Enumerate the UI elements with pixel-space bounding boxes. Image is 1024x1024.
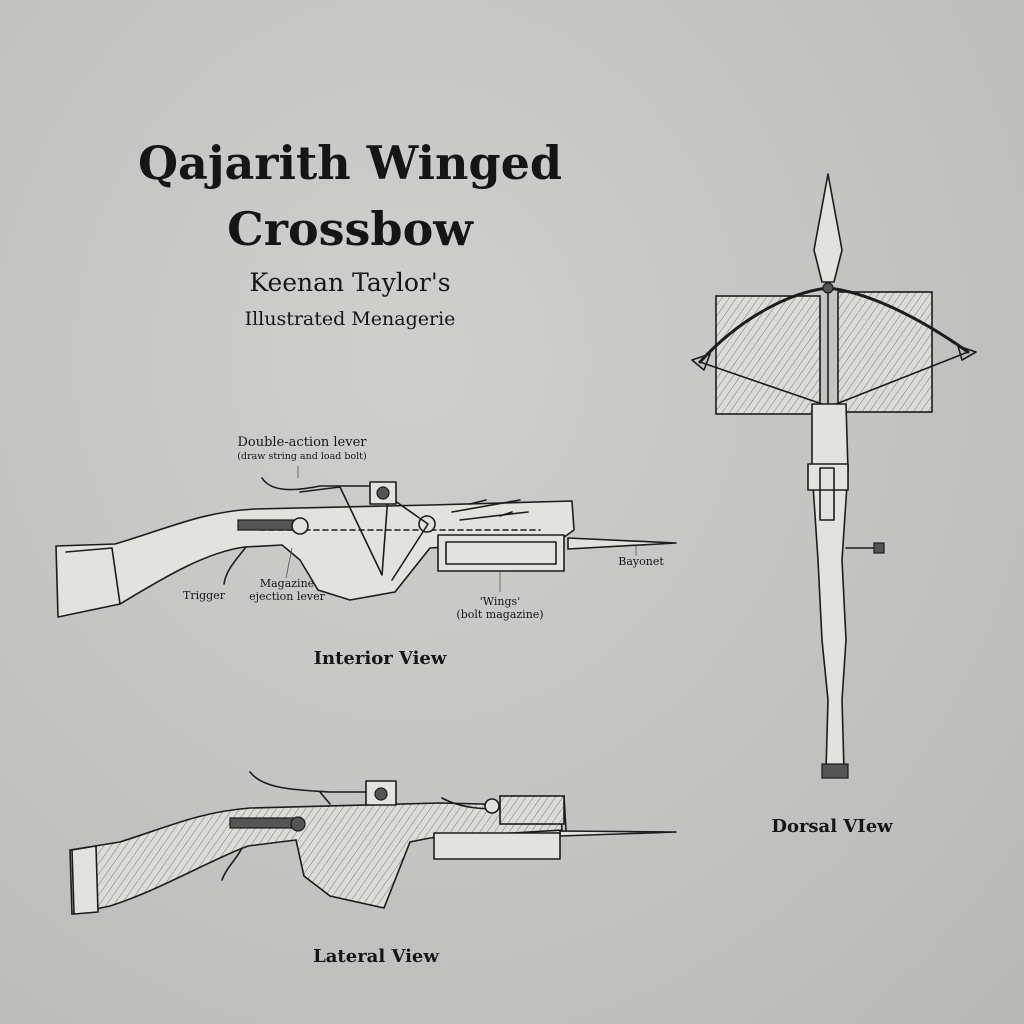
label-bayonet: Bayonet (618, 555, 664, 568)
label-magazine-lever-line1: Magazine (259, 577, 315, 590)
label-wings-line2: (bolt magazine) (456, 608, 544, 621)
label-wings-line1: 'Wings' (479, 595, 521, 608)
bow-string (699, 351, 969, 405)
caption-lateral-view: Lateral View (313, 946, 439, 967)
label-magazine-lever-line2: ejection lever (249, 590, 325, 603)
left-wing-panel (715, 295, 821, 415)
bayonet-blade (567, 537, 677, 550)
dorsal-stock (811, 403, 849, 771)
dorsal-bayonet-tip (813, 173, 843, 283)
lateral-wing-magazine (433, 832, 561, 860)
lateral-bayonet (559, 830, 677, 837)
double-action-lever (261, 477, 429, 581)
lateral-view-drawing (69, 771, 677, 915)
page-title-line-1: Qajarith Winged (137, 136, 563, 190)
pivot-pin (291, 517, 309, 535)
magazine-slot (237, 519, 301, 531)
series-subtitle: Illustrated Menagerie (244, 308, 456, 330)
label-trigger: Trigger (183, 589, 225, 602)
caption-interior-view: Interior View (313, 648, 447, 669)
author-subtitle: Keenan Taylor's (249, 268, 451, 297)
wing-magazine (437, 534, 565, 572)
label-double-action-lever-note: (draw string and load bolt) (237, 451, 367, 462)
right-wing-panel (837, 291, 933, 413)
caption-dorsal-view: Dorsal VIew (771, 816, 893, 837)
page-title-line-2: Crossbow (227, 202, 473, 256)
lateral-lever (249, 771, 367, 805)
trigger (223, 546, 247, 585)
lateral-trigger (221, 847, 243, 881)
dorsal-view-drawing (691, 173, 977, 779)
lateral-stock (69, 802, 563, 915)
label-double-action-lever: Double-action lever (237, 435, 367, 450)
interior-view-drawing (55, 466, 677, 618)
